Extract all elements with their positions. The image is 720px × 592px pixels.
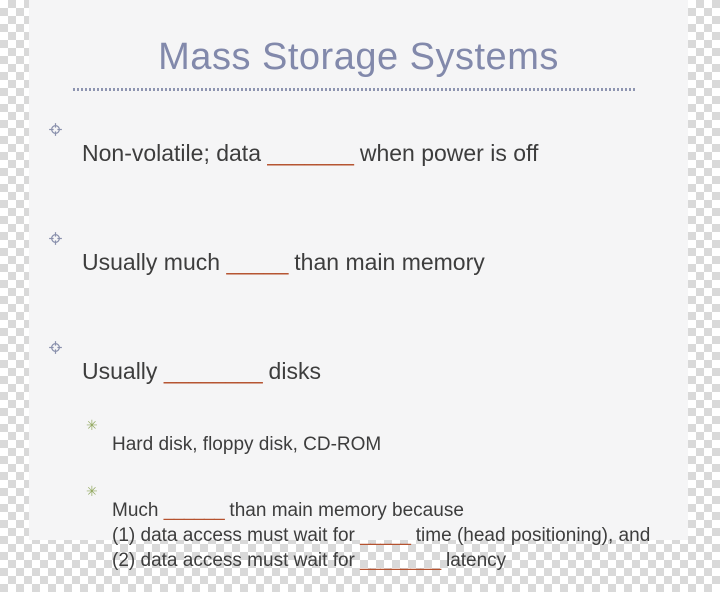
presentation-slide: Mass Storage Systems Non-volatile; data … — [29, 0, 688, 571]
blank-underline: _____ — [360, 525, 411, 546]
sub-bullet-text: Hard disk, floppy disk, CD-ROM — [112, 434, 382, 455]
sub-line: (1) data access must wait for _____ time… — [112, 525, 650, 546]
blank-underline: _______ — [267, 140, 354, 166]
crosshair-bullet-icon — [48, 231, 63, 246]
eight-spoked-asterisk-icon: ✳ — [86, 418, 98, 434]
blank-underline: _____ — [226, 249, 288, 275]
bullet-item-nonvolatile: Non-volatile; data _______ when power is… — [29, 115, 688, 191]
bullet-text: Usually much _____ than main memory — [82, 247, 485, 277]
crosshair-bullet-icon — [48, 122, 63, 137]
sub-bullet-item-slower: ✳ Much ______ than main memory because (… — [29, 479, 688, 592]
crosshair-bullet-icon — [48, 340, 63, 355]
bullet-text-post: when power is off — [353, 140, 539, 166]
bullet-text-pre: Usually much — [82, 249, 227, 275]
sub-bullet-item-disk-types: ✳ Hard disk, floppy disk, CD-ROM — [29, 413, 688, 476]
sub-text-post: than main memory because — [224, 500, 464, 521]
bullet-item-size: Usually much _____ than main memory — [29, 224, 688, 300]
title-dotted-underline — [73, 88, 637, 91]
slide-body: Non-volatile; data _______ when power is… — [29, 115, 688, 592]
bullet-text: Usually ________ disks — [82, 356, 321, 386]
sub-bullet-text: Much ______ than main memory because (1)… — [112, 498, 650, 573]
sub-text-pre: (2) data access must wait for — [112, 550, 361, 571]
eight-spoked-asterisk-icon: ✳ — [86, 484, 98, 500]
sub-text-post: time (head positioning), and — [410, 525, 651, 546]
blank-underline: ________ — [163, 358, 263, 384]
sub-text-post: latency — [440, 550, 507, 571]
bullet-item-disks: Usually ________ disks — [29, 333, 688, 409]
bullet-text-pre: Usually — [82, 358, 164, 384]
bullet-text-pre: Non-volatile; data — [82, 140, 268, 166]
sub-text-pre: (1) data access must wait for — [112, 525, 361, 546]
sub-line: Much ______ than main memory because — [112, 500, 464, 521]
sub-line: (2) data access must wait for ________ l… — [112, 550, 506, 571]
bullet-text-post: than main memory — [287, 249, 485, 275]
sub-text-pre: Much — [112, 500, 164, 521]
blank-underline: ______ — [163, 500, 225, 521]
slide-title: Mass Storage Systems — [158, 36, 559, 78]
blank-underline: ________ — [360, 550, 441, 571]
bullet-text-post: disks — [262, 358, 321, 384]
bullet-text: Non-volatile; data _______ when power is… — [82, 138, 538, 168]
